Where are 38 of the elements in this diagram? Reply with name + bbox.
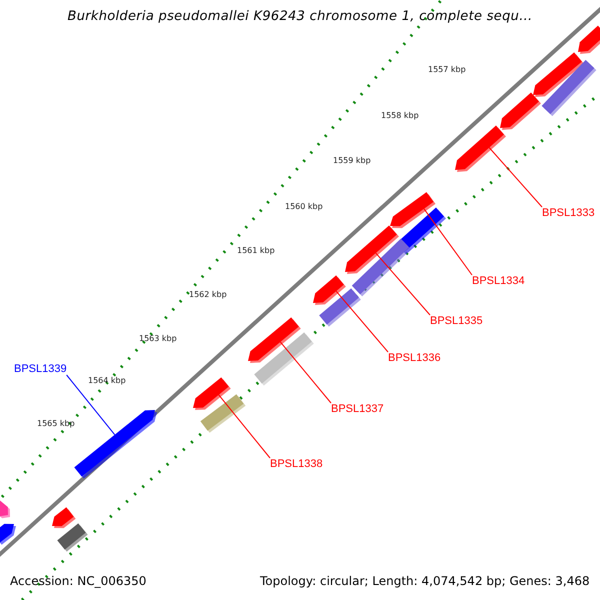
gene-bar [542,60,596,116]
genome-info-text: Topology: circular; Length: 4,074,542 bp; Genes: 3,468 [260,574,590,588]
accession-text: Accession: NC_006350 [10,574,146,588]
gene-block [0,524,16,545]
leader-line [336,290,388,352]
scale-label: 1562 kbp [189,290,227,299]
gene-bar [254,332,314,386]
leader-line [375,252,430,316]
gene-block [500,92,541,130]
gene-label: BPSL1335 [430,315,483,327]
scale-label: 1559 kbp [333,156,371,165]
scale-label: 1557 kbp [428,65,466,74]
gene-bar [352,238,412,296]
gene-label: BPSL1334 [472,275,525,287]
gene-block [578,26,600,54]
gene-label: BPSL1337 [331,403,384,415]
scale-label: 1560 kbp [285,202,323,211]
leader-line [66,374,116,436]
gene-bar [200,394,246,433]
gene-label: BPSL1336 [388,352,441,364]
gene-label: BPSL1338 [270,458,323,470]
gene-label: BPSL1339 [14,363,67,375]
gene-bar [57,523,88,552]
gene-block [455,126,506,172]
scale-label: 1561 kbp [237,246,275,255]
leader-line [280,341,332,404]
leader-line [423,208,472,276]
gene-block [74,410,157,479]
title: Burkholderia pseudomallei K96243 chromosome 1, complete sequ... [68,9,532,24]
leader-line [488,147,542,208]
gene-block [52,507,76,528]
gene-block [0,500,10,518]
scale-label: 1564 kbp [88,376,126,385]
scale-label: 1558 kbp [381,111,419,120]
leader-line [218,394,270,458]
gene-label: BPSL1333 [542,207,595,219]
gene-bar [319,288,361,327]
scale-label: 1563 kbp [139,334,177,343]
